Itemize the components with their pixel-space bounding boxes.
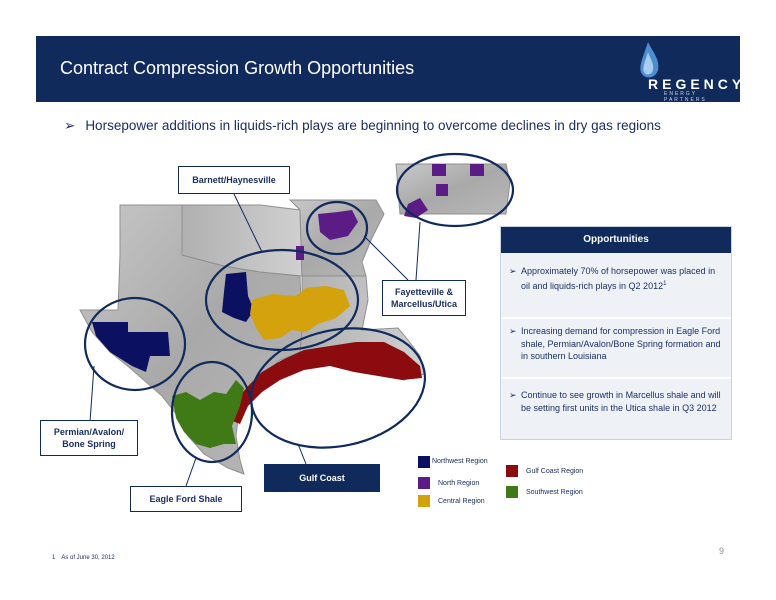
callout-fayetteville-line2: Marcellus/Utica — [390, 299, 458, 309]
legend-northwest-label: Northwest Region — [432, 458, 488, 465]
callout-fayetteville-line1: Fayetteville & — [394, 287, 454, 297]
headline-text: Horsepower additions in liquids-rich pla… — [85, 118, 661, 133]
logo-subtext: ENERGY PARTNERS — [664, 91, 707, 103]
north-region-shape — [318, 210, 358, 240]
fayetteville-connector — [363, 235, 409, 281]
footnote-text: As of June 30, 2012 — [61, 555, 115, 561]
marcellus-connector — [415, 221, 421, 281]
legend-north-label: North Region — [438, 479, 480, 487]
slide-title: Contract Compression Growth Opportunitie… — [60, 58, 415, 78]
permian-circle — [83, 296, 187, 392]
permian-connector — [89, 365, 95, 423]
footnote-number: 1 — [52, 555, 56, 561]
callout-permian-line1: Permian/Avalon/ — [53, 427, 125, 437]
opportunity-item-3: ➢ Continue to see growth in Marcellus sh… — [509, 389, 723, 414]
northwest-region-shape-2 — [222, 272, 254, 322]
opportunity-item-2: ➢ Increasing demand for compression in E… — [509, 325, 723, 363]
legend-north-swatch — [418, 477, 430, 489]
fayetteville-circle — [305, 200, 369, 256]
central-region-shape — [250, 286, 350, 340]
callout-fayetteville: Fayetteville & Marcellus/Utica — [382, 280, 466, 316]
legend-southwest-swatch — [506, 486, 518, 498]
north-region-shape-2 — [296, 246, 304, 260]
north-region-shape-5 — [436, 184, 448, 196]
legend-central-label: Central Region — [438, 497, 485, 505]
opportunity-divider — [501, 317, 731, 319]
opportunity-item-1: ➢ Approximately 70% of horsepower was pl… — [509, 265, 723, 292]
opportunity-item-2-text: Increasing demand for compression in Eag… — [521, 326, 721, 361]
opportunity-item-1-text: Approximately 70% of horsepower was plac… — [521, 266, 716, 291]
northwest-region-shape — [92, 322, 170, 372]
legend-northwest: Northwest Region — [432, 458, 488, 465]
callout-permian: Permian/Avalon/ Bone Spring — [40, 420, 138, 456]
pennsylvania-shape — [395, 163, 511, 215]
arrow-bullet-icon: ➢ — [509, 390, 517, 400]
legend-gulf-swatch — [506, 465, 518, 477]
legend-southwest: Southwest Region — [506, 486, 583, 498]
legend-central-swatch — [418, 495, 430, 507]
page-number: 9 — [718, 546, 724, 556]
legend-north: North Region — [418, 477, 479, 489]
gulf-coast-region-shape — [230, 342, 422, 424]
logo-text: REGENCY — [648, 76, 746, 92]
arrow-bullet-icon: ➢ — [509, 326, 517, 336]
header-bar: Contract Compression Growth Opportunitie… — [36, 36, 741, 103]
barnett-connector — [233, 193, 263, 253]
legend-central: Central Region — [418, 495, 485, 507]
callout-eagle-ford: Eagle Ford Shale — [130, 486, 242, 512]
regency-logo: REGENCY ENERGY PARTNERS — [630, 38, 741, 103]
opportunities-title: Opportunities — [501, 227, 731, 253]
arrow-bullet-icon: ➢ — [509, 266, 517, 276]
legend-southwest-label: Southwest Region — [526, 488, 583, 496]
footnote: 1 As of June 30, 2012 — [52, 555, 115, 561]
eagle-ford-circle — [170, 360, 254, 464]
opportunity-item-1-footnote: 1 — [663, 280, 667, 287]
legend-gulf-label: Gulf Coast Region — [526, 467, 584, 475]
opportunity-item-3-text: Continue to see growth in Marcellus shal… — [521, 390, 721, 413]
eagle-connector — [185, 457, 197, 487]
callout-barnett: Barnett/Haynesville — [178, 166, 290, 194]
gulf-connector — [297, 443, 307, 465]
callout-gulf-coast: Gulf Coast — [264, 464, 380, 492]
north-region-shape-4 — [470, 164, 484, 176]
oklahoma-shape — [181, 204, 303, 277]
legend-gulf: Gulf Coast Region — [506, 465, 583, 477]
southwest-region-shape — [172, 380, 244, 448]
opportunities-panel: Opportunities ➢ Approximately 70% of hor… — [500, 226, 732, 440]
marcellus-circle — [395, 152, 515, 228]
arrow-bullet-icon: ➢ — [64, 118, 76, 133]
callout-permian-line2: Bone Spring — [62, 439, 116, 449]
flame-icon — [640, 42, 659, 78]
north-region-shape-3 — [432, 164, 446, 176]
opportunity-divider — [501, 377, 731, 379]
northwest-region-marker — [418, 456, 430, 468]
headline-bullet: ➢ Horsepower additions in liquids-rich pl… — [64, 118, 661, 134]
